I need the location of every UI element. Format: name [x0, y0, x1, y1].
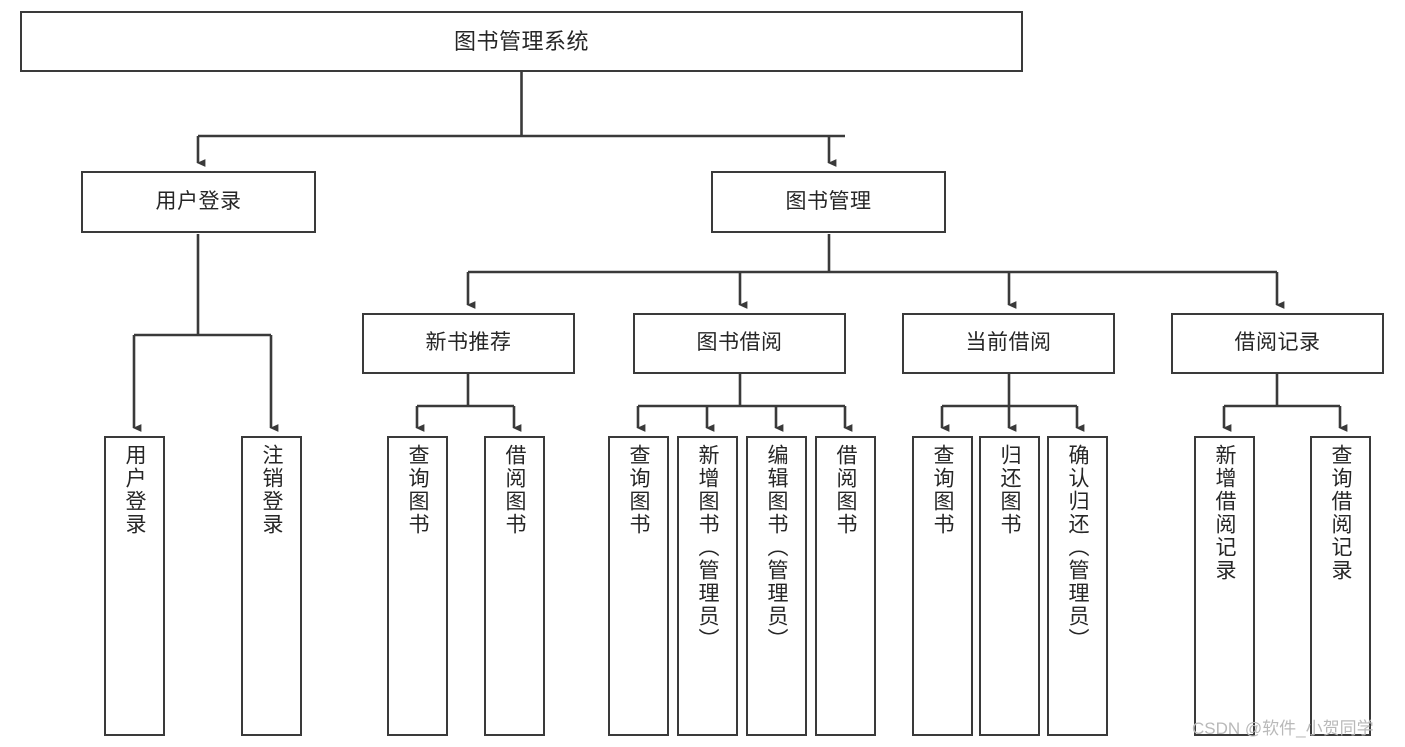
node-leaf-query-book-1[interactable]: 查询图书 — [387, 436, 448, 736]
node-leaf-query-record-label: 查询借阅记录 — [1329, 444, 1352, 582]
node-leaf-return-book[interactable]: 归还图书 — [979, 436, 1040, 736]
node-book-borrow-label: 图书借阅 — [696, 331, 783, 355]
node-current-borrow[interactable]: 当前借阅 — [902, 313, 1115, 374]
node-new-book-rec[interactable]: 新书推荐 — [362, 313, 575, 374]
node-root-label: 图书管理系统 — [453, 28, 589, 54]
node-leaf-logout[interactable]: 注销登录 — [241, 436, 302, 736]
node-leaf-confirm-return-label: 确认归还（管理员） — [1066, 444, 1089, 651]
node-current-borrow-label: 当前借阅 — [965, 331, 1052, 355]
node-leaf-query-book-2-label: 查询图书 — [627, 444, 650, 536]
node-leaf-add-book[interactable]: 新增图书（管理员） — [677, 436, 738, 736]
node-leaf-borrow-book-2[interactable]: 借阅图书 — [815, 436, 876, 736]
node-borrow-record-label: 借阅记录 — [1234, 331, 1321, 355]
node-leaf-user-login[interactable]: 用户登录 — [104, 436, 165, 736]
node-leaf-edit-book[interactable]: 编辑图书（管理员） — [746, 436, 807, 736]
node-leaf-borrow-book-2-label: 借阅图书 — [834, 444, 857, 536]
node-leaf-add-book-label: 新增图书（管理员） — [696, 444, 719, 651]
watermark: CSDN @软件_小贺同学 — [1192, 719, 1374, 738]
node-borrow-record[interactable]: 借阅记录 — [1171, 313, 1384, 374]
node-leaf-user-login-label: 用户登录 — [123, 444, 146, 536]
node-leaf-borrow-book-1-label: 借阅图书 — [503, 444, 526, 536]
node-book-manage[interactable]: 图书管理 — [711, 171, 946, 233]
node-root[interactable]: 图书管理系统 — [20, 11, 1023, 72]
node-leaf-query-book-3[interactable]: 查询图书 — [912, 436, 973, 736]
node-leaf-confirm-return[interactable]: 确认归还（管理员） — [1047, 436, 1108, 736]
node-leaf-add-record-label: 新增借阅记录 — [1213, 444, 1236, 582]
node-leaf-query-record[interactable]: 查询借阅记录 — [1310, 436, 1371, 736]
node-leaf-query-book-1-label: 查询图书 — [406, 444, 429, 536]
node-leaf-query-book-2[interactable]: 查询图书 — [608, 436, 669, 736]
node-leaf-query-book-3-label: 查询图书 — [931, 444, 954, 536]
node-new-book-rec-label: 新书推荐 — [425, 331, 512, 355]
node-user-login-label: 用户登录 — [155, 189, 242, 213]
node-book-manage-label: 图书管理 — [785, 189, 872, 213]
node-leaf-return-book-label: 归还图书 — [998, 444, 1021, 536]
node-leaf-add-record[interactable]: 新增借阅记录 — [1194, 436, 1255, 736]
node-leaf-edit-book-label: 编辑图书（管理员） — [765, 444, 788, 651]
node-user-login[interactable]: 用户登录 — [81, 171, 316, 233]
node-book-borrow[interactable]: 图书借阅 — [633, 313, 846, 374]
node-leaf-borrow-book-1[interactable]: 借阅图书 — [484, 436, 545, 736]
node-leaf-logout-label: 注销登录 — [260, 444, 283, 536]
